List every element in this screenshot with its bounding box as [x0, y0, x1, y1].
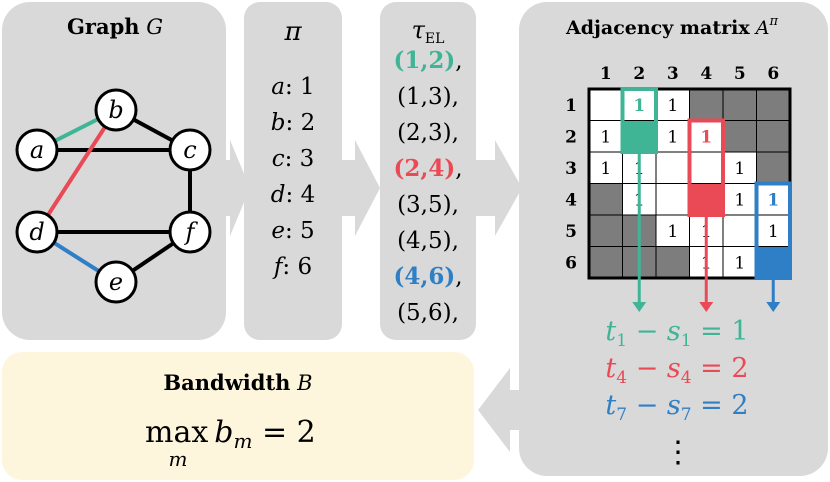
tau-title: τEL [412, 16, 445, 47]
pi-item-e: e: 5 [271, 218, 314, 244]
matrix-row-label: 4 [565, 190, 577, 210]
pi-list: a: 1 b: 2 c: 3 d: 4 e: 5 f: 6 [271, 74, 315, 280]
node-label: b [108, 96, 123, 124]
matrix-row-label: 2 [565, 127, 577, 147]
matrix-title: Adjacency matrix Aπ [565, 14, 778, 39]
matrix-cell-value: 1 [734, 253, 745, 273]
matrix-highlight-arrowhead [632, 302, 647, 312]
tau-item: (2,3), [397, 120, 459, 146]
node-label: a [30, 136, 44, 164]
matrix-dark-cell [589, 246, 623, 278]
tau-item: (4,5), [397, 228, 459, 254]
node-circle [94, 260, 138, 304]
matrix-row-label: 5 [565, 222, 577, 242]
arrow-matrix-to-bandwidth [478, 368, 535, 452]
node-b: b [94, 88, 138, 132]
adjacency-matrix: 1234561234561111111111111111 [565, 64, 792, 312]
matrix-dark-cell [656, 246, 690, 278]
node-c: c [168, 128, 212, 172]
matrix-dark-cell [589, 215, 623, 247]
matrix-row-label: 3 [565, 159, 577, 179]
node-circle [94, 88, 138, 132]
bandwidth-max-subscript: m [169, 447, 188, 471]
matrix-col-label: 3 [667, 64, 679, 84]
node-label: e [109, 268, 123, 296]
matrix-cell-value: 1 [667, 127, 678, 147]
matrix-row-label: 1 [565, 96, 577, 116]
node-f: f [168, 210, 212, 254]
matrix-col-label: 4 [700, 64, 712, 84]
graph-title: Graph G [67, 14, 163, 39]
matrix-cell-value: 1 [700, 127, 712, 147]
matrix-row-label: 6 [565, 253, 577, 273]
matrix-cell-value: 1 [667, 96, 678, 116]
matrix-highlight-arrowhead [766, 302, 781, 312]
matrix-dark-cell [723, 89, 757, 121]
matrix-dark-cell [723, 120, 757, 152]
matrix-dark-cell [756, 152, 790, 184]
matrix-col-label: 5 [734, 64, 746, 84]
matrix-col-label: 6 [767, 64, 779, 84]
ellipsis: ⋮ [663, 435, 693, 470]
graph-panel [2, 2, 226, 340]
tau-item: (3,5), [397, 192, 459, 218]
arrow-tau-to-matrix [470, 140, 522, 236]
arrow-pi-to-tau [340, 140, 380, 236]
matrix-cell-value: 1 [600, 127, 611, 147]
matrix-cell-value: 1 [767, 190, 779, 210]
bandwidth-panel [2, 352, 474, 480]
pi-item-d: d: 4 [271, 182, 315, 208]
matrix-dark-cell [589, 183, 623, 215]
matrix-col-label: 1 [600, 64, 612, 84]
node-d: d [15, 210, 59, 254]
tau-item: (1,2), [393, 47, 462, 74]
equations: t1 − s1 = 1t4 − s4 = 2t7 − s7 = 2 [605, 316, 748, 425]
node-circle [15, 210, 59, 254]
tau-list: (1,2), (1,3), (2,3), (2,4), (3,5), (4,5), (4,6… [393, 47, 462, 326]
node-e: e [94, 260, 138, 304]
pi-item-b: b: 2 [271, 110, 315, 136]
matrix-cell-value: 1 [600, 159, 611, 179]
matrix-dark-cell [689, 89, 723, 121]
tau-item: (5,6), [397, 300, 459, 326]
node-a: a [15, 128, 59, 172]
matrix-highlight-fill [756, 246, 790, 278]
matrix-cell-value: 1 [768, 222, 779, 242]
equation-1: t1 − s1 = 1 [605, 316, 748, 351]
bandwidth-title: Bandwidth B [163, 370, 312, 395]
equation-7: t7 − s7 = 2 [605, 390, 748, 425]
equation-4: t4 − s4 = 2 [605, 353, 748, 388]
graph-nodes: a b c d e f [15, 88, 212, 304]
node-circle [15, 128, 59, 172]
node-circle [168, 210, 212, 254]
matrix-cell-value: 1 [734, 190, 745, 210]
matrix-cell-value: 1 [734, 159, 745, 179]
node-label: d [29, 218, 44, 246]
matrix-highlight-fill [689, 183, 723, 215]
matrix-cell-value: 1 [667, 222, 678, 242]
pi-panel [244, 2, 342, 340]
matrix-cell-value: 1 [633, 96, 645, 116]
node-circle [168, 128, 212, 172]
tau-item: (1,3), [397, 84, 459, 110]
matrix-highlight-fill [622, 120, 656, 152]
pi-title: π [283, 17, 302, 47]
matrix-dark-cell [756, 120, 790, 152]
matrix-highlight-arrowhead [699, 302, 714, 312]
tau-item: (2,4), [393, 155, 462, 182]
matrix-col-label: 2 [633, 64, 645, 84]
tau-panel [380, 2, 476, 340]
pi-item-f: f: 6 [272, 254, 312, 280]
matrix-dark-cell [756, 89, 790, 121]
edge-b-d [35, 108, 118, 234]
pi-item-a: a: 1 [271, 74, 314, 100]
node-label: c [183, 136, 196, 164]
pi-item-c: c: 3 [272, 146, 315, 172]
tau-item: (4,6), [393, 263, 462, 290]
